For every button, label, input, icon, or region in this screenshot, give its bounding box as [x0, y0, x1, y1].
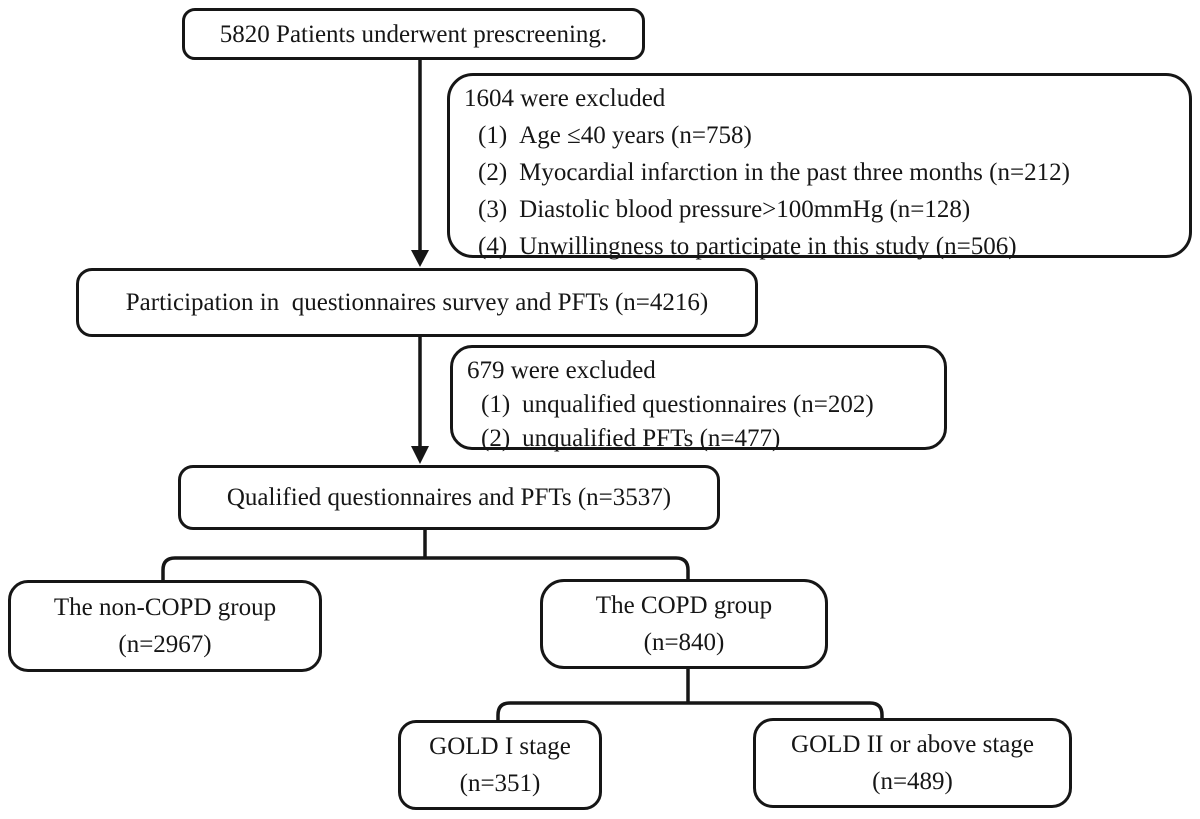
arrowhead-to-participation: [411, 250, 429, 267]
arrowhead-to-qualified: [411, 446, 429, 464]
excluded-second-item: (2) unqualified PFTs (n=477): [453, 422, 780, 456]
gold-2-count: (n=489): [872, 768, 953, 795]
item-text: Myocardial infarction in the past three …: [519, 159, 1070, 186]
box-excluded-second: 679 were excluded (1) unqualified questi…: [450, 345, 947, 452]
non-copd-count: (n=2967): [118, 631, 212, 658]
excluded-second-title: 679 were excluded: [467, 357, 656, 384]
item-marker: (1): [481, 391, 511, 418]
participation-label: Participation in questionnaires survey a…: [125, 289, 709, 316]
copd-name: The COPD group: [595, 592, 773, 619]
connector-branch-groups: [161, 556, 690, 582]
gold-1-name: GOLD I stage: [429, 733, 571, 760]
excluded-first-title: 1604 were excluded: [464, 85, 666, 112]
qualified-label: Qualified questionnaires and PFTs (n=353…: [226, 484, 672, 511]
box-non-copd-group: The non-COPD group (n=2967): [8, 580, 322, 672]
excluded-first-item: (2) Myocardial infarction in the past th…: [450, 154, 1070, 191]
item-marker: (4): [478, 233, 508, 260]
gold-1-count: (n=351): [459, 770, 541, 797]
item-marker: (1): [478, 122, 508, 149]
item-marker: (3): [478, 196, 508, 223]
gold-2-name: GOLD II or above stage: [791, 731, 1034, 758]
box-qualified: Qualified questionnaires and PFTs (n=353…: [178, 465, 720, 530]
box-excluded-first: 1604 were excluded (1) Age ≤40 years (n=…: [447, 73, 1192, 260]
copd-count: (n=840): [643, 629, 725, 656]
box-gold-2-or-above-stage: GOLD II or above stage (n=489): [753, 718, 1072, 808]
item-text: Age ≤40 years (n=758): [519, 122, 752, 149]
item-text: Unwillingness to participate in this stu…: [519, 233, 1017, 260]
excluded-first-item: (3) Diastolic blood pressure>100mmHg (n=…: [450, 191, 970, 228]
box-copd-group: The COPD group (n=840): [540, 579, 828, 669]
prescreening-label: 5820 Patients underwent prescreening.: [219, 20, 608, 48]
box-participation: Participation in questionnaires survey a…: [76, 268, 758, 337]
excluded-first-item: (4) Unwillingness to participate in this…: [450, 228, 1017, 265]
non-copd-name: The non-COPD group: [53, 594, 277, 621]
item-marker: (2): [478, 159, 508, 186]
item-marker: (2): [481, 425, 511, 452]
excluded-second-item: (1) unqualified questionnaires (n=202): [453, 388, 874, 422]
item-text: Diastolic blood pressure>100mmHg (n=128): [519, 196, 971, 223]
box-gold-1-stage: GOLD I stage (n=351): [398, 720, 602, 810]
excluded-first-item: (1) Age ≤40 years (n=758): [450, 117, 752, 154]
item-text: unqualified PFTs (n=477): [522, 425, 781, 452]
connector-branch-gold: [496, 701, 884, 722]
box-prescreening: 5820 Patients underwent prescreening.: [182, 8, 645, 60]
item-text: unqualified questionnaires (n=202): [522, 391, 874, 418]
